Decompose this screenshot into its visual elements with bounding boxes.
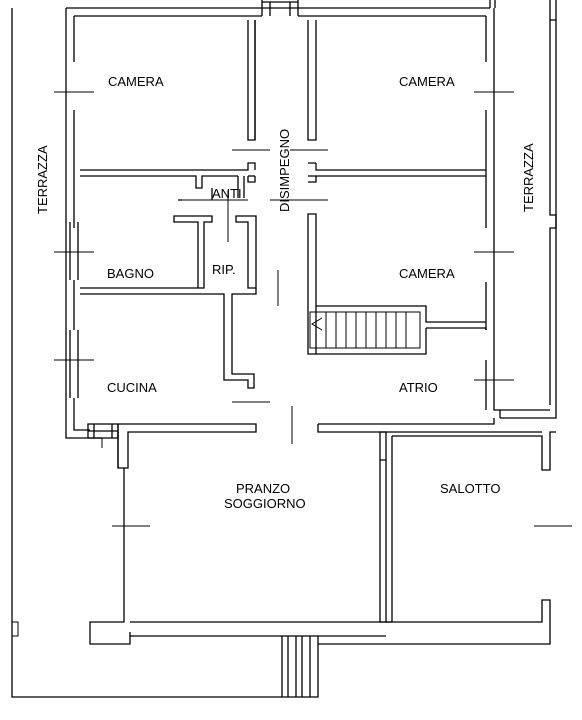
label-anti: ANTI — [212, 186, 242, 201]
label-camera-mid-right: CAMERA — [399, 266, 455, 281]
label-atrio: ATRIO — [399, 380, 438, 395]
label-salotto: SALOTTO — [440, 481, 500, 496]
label-pranzo: PRANZO — [236, 481, 290, 496]
label-cucina: CUCINA — [107, 380, 157, 395]
label-soggiorno: SOGGIORNO — [224, 496, 306, 511]
interior-walls — [80, 20, 556, 697]
terrace-right-outline — [489, 0, 557, 419]
exterior-walls — [65, 0, 501, 448]
label-camera-top-left: CAMERA — [108, 74, 164, 89]
label-camera-top-right: CAMERA — [399, 74, 455, 89]
label-bagno: BAGNO — [107, 266, 154, 281]
label-disimpegno: DISIMPEGNO — [277, 129, 292, 212]
door-marks — [54, 91, 572, 527]
label-terrazza-left: TERRAZZA — [35, 145, 50, 214]
label-rip: RIP. — [212, 262, 236, 277]
terrace-left-outline — [11, 8, 319, 698]
label-terrazza-right: TERRAZZA — [521, 143, 536, 212]
